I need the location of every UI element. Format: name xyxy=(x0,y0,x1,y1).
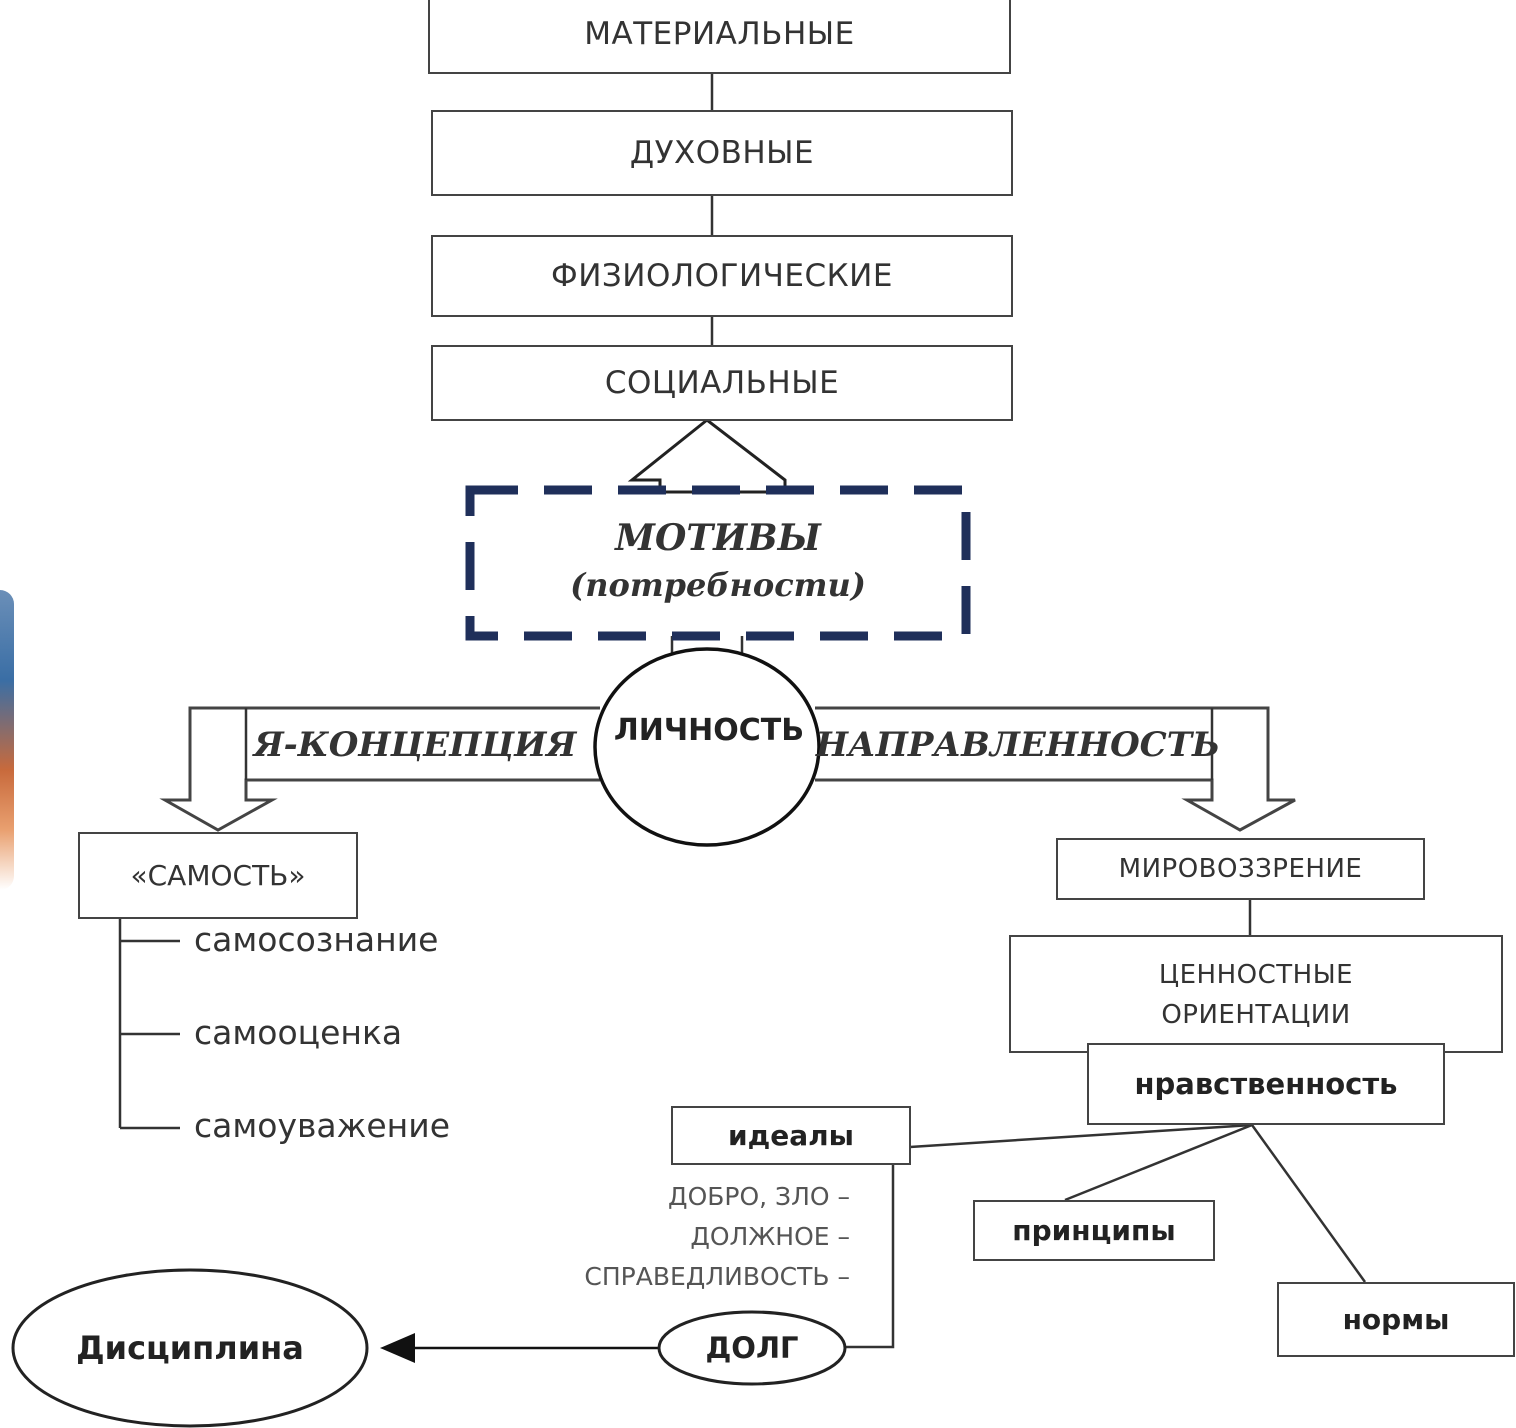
worldview-text: МИРОВОЗЗРЕНИЕ xyxy=(1118,854,1363,884)
needs-label-spiritual: ДУХОВНЫЕ xyxy=(629,135,815,171)
motives-title-text: МОТИВЫ xyxy=(615,517,821,559)
values-text-line2: ОРИЕНТАЦИИ xyxy=(1161,1000,1351,1030)
personality-text: ЛИЧНОСТЬ xyxy=(613,712,805,748)
norms-text: нормы xyxy=(1342,1303,1450,1336)
duty-line-proper: ДОЛЖНОЕ – xyxy=(690,1222,850,1251)
needs-label-social: СОЦИАЛЬНЫЕ xyxy=(604,365,840,401)
motives-title: МОТИВЫ xyxy=(480,510,956,566)
motives-subtitle-text: (потребности) xyxy=(570,566,866,604)
discipline-text: Дисциплина xyxy=(76,1329,304,1367)
ideals-box: идеалы xyxy=(671,1106,911,1165)
motives-dashed-frame xyxy=(465,485,971,641)
norms-box: нормы xyxy=(1277,1282,1515,1357)
connector-morality-principles xyxy=(1064,1123,1253,1202)
orientation-arrow-bar xyxy=(815,706,1296,832)
self-box-text: «САМОСТЬ» xyxy=(130,859,306,892)
ideals-text: идеалы xyxy=(728,1119,854,1152)
self-item-self-respect: самоуважение xyxy=(194,1106,451,1145)
self-box: «САМОСТЬ» xyxy=(78,832,358,919)
orientation-label: НАПРАВЛЕННОСТЬ xyxy=(816,718,1220,772)
principles-text: принципы xyxy=(1012,1214,1176,1247)
self-item-self-awareness: самосознание xyxy=(194,920,439,959)
edge-photo-fragment xyxy=(0,590,14,890)
orientation-label-text: НАПРАВЛЕННОСТЬ xyxy=(815,725,1221,765)
morality-box: нравственность xyxy=(1087,1043,1445,1125)
connector-morality-ideals xyxy=(909,1123,1253,1149)
self-item-self-esteem: самооценка xyxy=(194,1013,403,1052)
duty-text: ДОЛГ xyxy=(705,1331,799,1365)
personality-circle xyxy=(593,647,821,847)
values-text-line1: ЦЕННОСТНЫЕ xyxy=(1158,960,1354,990)
duty-line-good-evil: ДОБРО, ЗЛО – xyxy=(668,1182,850,1211)
needs-box-physiological: ФИЗИОЛОГИЧЕСКИЕ xyxy=(431,235,1013,317)
needs-box-spiritual: ДУХОВНЫЕ xyxy=(431,110,1013,196)
self-concept-label-text: Я-КОНЦЕПЦИЯ xyxy=(253,725,577,765)
needs-label-physiological: ФИЗИОЛОГИЧЕСКИЕ xyxy=(551,258,893,294)
discipline-oval xyxy=(11,1268,369,1428)
duty-label: ДОЛГ xyxy=(672,1324,832,1372)
connector-morality-norms xyxy=(1250,1124,1367,1283)
worldview-box: МИРОВОЗЗРЕНИЕ xyxy=(1056,838,1425,900)
principles-box: принципы xyxy=(973,1200,1215,1261)
discipline-label: Дисциплина xyxy=(40,1320,340,1376)
personality-label: ЛИЧНОСТЬ xyxy=(605,705,813,755)
duty-line-justice: СПРАВЕДЛИВОСТЬ – xyxy=(584,1262,850,1291)
motives-pointer-triangle xyxy=(627,418,787,494)
duty-oval xyxy=(657,1310,847,1386)
self-concept-label: Я-КОНЦЕПЦИЯ xyxy=(250,718,580,772)
motives-subtitle: (потребности) xyxy=(480,558,956,612)
self-concept-arrow-bar xyxy=(159,706,600,832)
needs-box-material: МАТЕРИАЛЬНЫЕ xyxy=(428,0,1011,74)
needs-label-material: МАТЕРИАЛЬНЫЕ xyxy=(584,16,855,52)
connector-ideals-duty xyxy=(846,1165,895,1349)
morality-text: нравственность xyxy=(1134,1067,1398,1101)
needs-box-social: СОЦИАЛЬНЫЕ xyxy=(431,345,1013,421)
values-box: ЦЕННОСТНЫЕ ОРИЕНТАЦИИ xyxy=(1009,935,1503,1053)
